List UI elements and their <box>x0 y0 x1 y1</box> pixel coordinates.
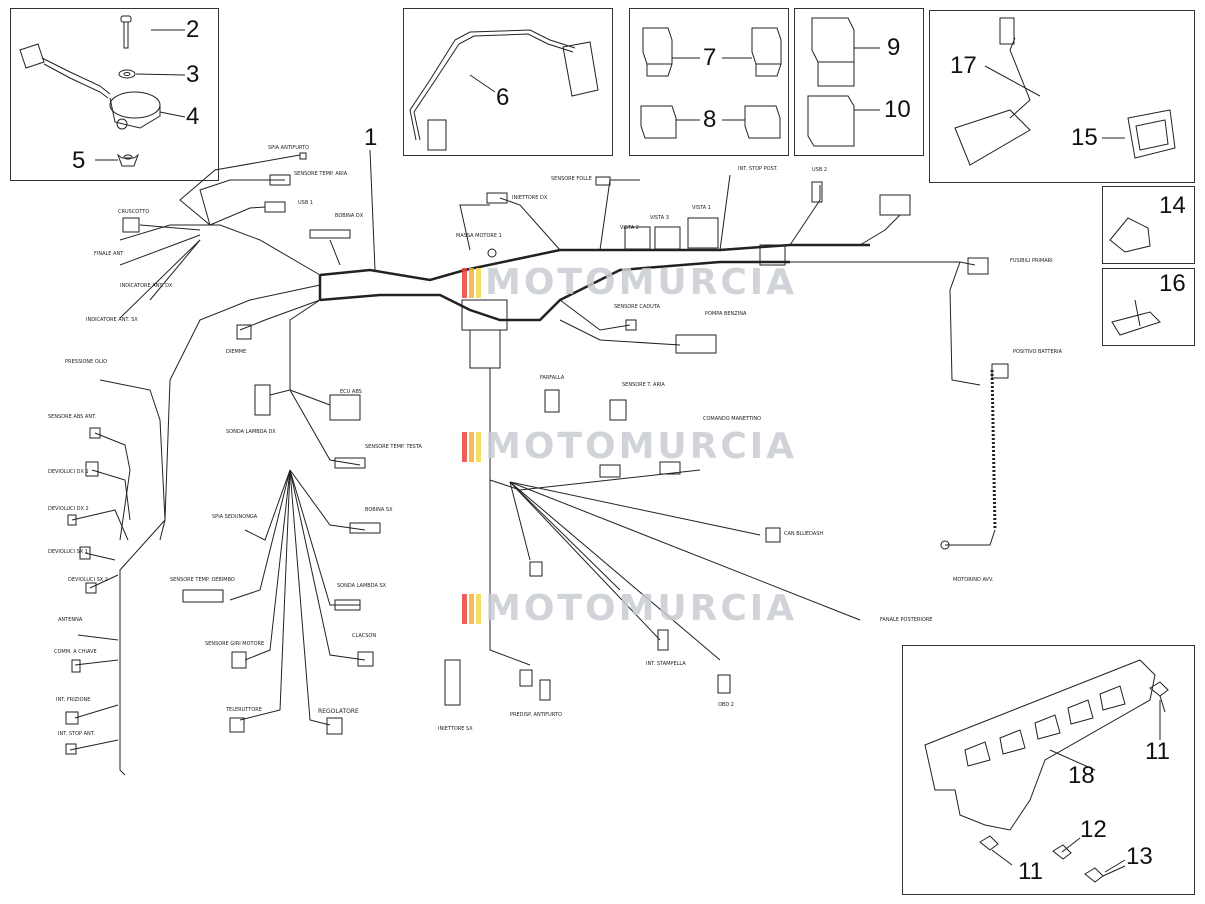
panel-part-16 <box>1102 268 1195 346</box>
label-diemme: DIEMME <box>226 349 247 355</box>
label-obd: OBD 2 <box>718 702 734 708</box>
label-sensore-temp-debimbo: SENSORE TEMP. DEBIMBO <box>170 577 235 583</box>
watermark-3: MOTOMURCIA <box>462 588 797 629</box>
label-teleruttore: TELERUTTORE <box>226 707 262 713</box>
label-sensore-temp-aria: SENSORE TEMP. ARIA <box>294 171 348 177</box>
label-spia-antifurto: SPIA ANTIFURTO <box>268 145 309 151</box>
watermark-text: MOTOMURCIA <box>485 588 798 629</box>
wm-bar <box>462 593 467 624</box>
label-pressione-olio: PRESSIONE OLIO <box>65 359 108 365</box>
label-fusibili-primari: FUSIBILI PRIMARI <box>1010 258 1053 264</box>
label-vista-1: VISTA 1 <box>692 205 711 211</box>
wm-bar <box>476 593 481 624</box>
callout-17: 17 <box>950 52 977 79</box>
label-bobina-sx: BOBINA SX <box>365 507 393 513</box>
callout-13: 13 <box>1126 843 1153 870</box>
wm-bar <box>462 431 467 462</box>
callout-1: 1 <box>364 124 378 151</box>
callout-4: 4 <box>186 103 200 130</box>
panel-parts-9-10 <box>794 8 924 156</box>
label-vista-2: VISTA 2 <box>620 225 639 231</box>
callout-16: 16 <box>1159 270 1186 297</box>
callout-11-right: 11 <box>1145 738 1170 765</box>
label-sensore-folle: SENSORE FOLLE <box>551 176 592 182</box>
panel-parts-7-8 <box>629 8 789 156</box>
label-iniettore-dx: INIETTORE DX <box>512 195 548 201</box>
callout-11-left: 11 <box>1018 858 1043 885</box>
label-massa-motore: MASSA MOTORE 1 <box>456 233 502 239</box>
label-sonda-lambda-sx: SONDA LAMBDA SX <box>337 583 387 589</box>
callout-5: 5 <box>72 147 86 174</box>
wm-bar <box>469 431 474 462</box>
label-usb2: USB 2 <box>812 167 828 173</box>
wm-bar <box>469 267 474 298</box>
label-bobina-dx: BOBINA DX <box>335 213 364 219</box>
watermark-2: MOTOMURCIA <box>462 426 797 467</box>
label-sensore-temp-testa: SENSORE TEMP. TESTA <box>365 444 422 450</box>
label-regolatore: REGOLATORE <box>318 708 359 715</box>
wm-bar <box>476 267 481 298</box>
label-comando-manettino: COMANDO MANETTINO <box>703 416 762 422</box>
callout-8: 8 <box>703 106 717 133</box>
panel-parts-11-13-18 <box>902 645 1195 895</box>
label-clacson: CLACSON <box>352 633 377 639</box>
label-int-stop-post: INT. STOP POST. <box>738 166 778 172</box>
label-iniettore-sx: INIETTORE SX <box>438 726 473 732</box>
wm-bar <box>462 267 467 298</box>
label-usb1: USB 1 <box>298 200 314 206</box>
wm-bar <box>469 593 474 624</box>
label-farfalla: FARFALLA <box>540 375 565 381</box>
callout-14: 14 <box>1159 192 1186 219</box>
label-indicatore-ant-dx: INDICATORE ANT. DX <box>120 283 173 289</box>
panel-part-6 <box>403 8 613 156</box>
label-sensore-abs-ant: SENSORE ABS ANT. <box>48 414 97 420</box>
label-pompa-benzina: POMPA BENZINA <box>705 311 747 317</box>
label-indicatore-ant-sx: INDICATORE ANT. SX <box>86 317 138 323</box>
label-spia-sedunonga: SPIA SEDUNONGA <box>212 514 258 520</box>
label-predisp-antifurto: PREDISP. ANTIFURTO <box>510 712 562 718</box>
label-int-stop-ant: INT. STOP ANT. <box>58 731 95 737</box>
label-motorino-avv: MOTORINO AVV. <box>953 577 994 583</box>
label-devioluci-sx2: DEVIOLUCI SX 2 <box>68 577 108 583</box>
panel-parts-2-5 <box>10 8 219 181</box>
wm-bar <box>476 431 481 462</box>
label-comm-a-chiave: COMM. A CHIAVE <box>54 649 97 655</box>
label-int-frizione: INT. FRIZIONE <box>56 697 91 703</box>
label-sensore-caduta: SENSORE CADUTA <box>614 304 660 310</box>
watermark-1: MOTOMURCIA <box>462 262 797 303</box>
label-devioluci-dx1: DEVIOLUCI DX 1 <box>48 469 89 475</box>
label-finale-ant: FINALE ANT <box>94 251 124 257</box>
callout-6: 6 <box>496 84 510 111</box>
callout-10: 10 <box>884 96 911 123</box>
label-int-stampella: INT. STAMPELLA <box>646 661 686 667</box>
label-antenna: ANTENNA <box>58 617 83 623</box>
label-positivo-batteria: POSITIVO BATTERIA <box>1013 349 1062 355</box>
label-cruscotto: CRUSCOTTO <box>118 209 150 215</box>
label-sonda-lambda-dx: SONDA LAMBDA DX <box>226 429 276 435</box>
label-sensore-giri-motore: SENSORE GIRI MOTORE <box>205 641 265 647</box>
label-fanale-posteriore: FANALE POSTERIORE <box>880 617 933 623</box>
label-vista-3: VISTA 3 <box>650 215 669 221</box>
callout-12: 12 <box>1080 816 1107 843</box>
watermark-text: MOTOMURCIA <box>485 426 798 467</box>
callout-3: 3 <box>186 61 200 88</box>
label-ecu-abs: ECU ABS <box>340 389 362 395</box>
callout-9: 9 <box>887 34 901 61</box>
watermark-text: MOTOMURCIA <box>485 262 798 303</box>
panel-part-14 <box>1102 186 1195 264</box>
label-sensore-t-aria: SENSORE T. ARIA <box>622 382 665 388</box>
callout-7: 7 <box>703 44 717 71</box>
callout-15: 15 <box>1071 124 1098 151</box>
callout-18: 18 <box>1068 762 1095 789</box>
label-can-bluedash: CAN BLUEDASH <box>784 531 824 537</box>
callout-2: 2 <box>186 16 200 43</box>
label-devioluci-dx2: DEVIOLUCI DX 2 <box>48 506 89 512</box>
label-devioluci-sx1: DEVIOLUCI SX 1 <box>48 549 88 555</box>
